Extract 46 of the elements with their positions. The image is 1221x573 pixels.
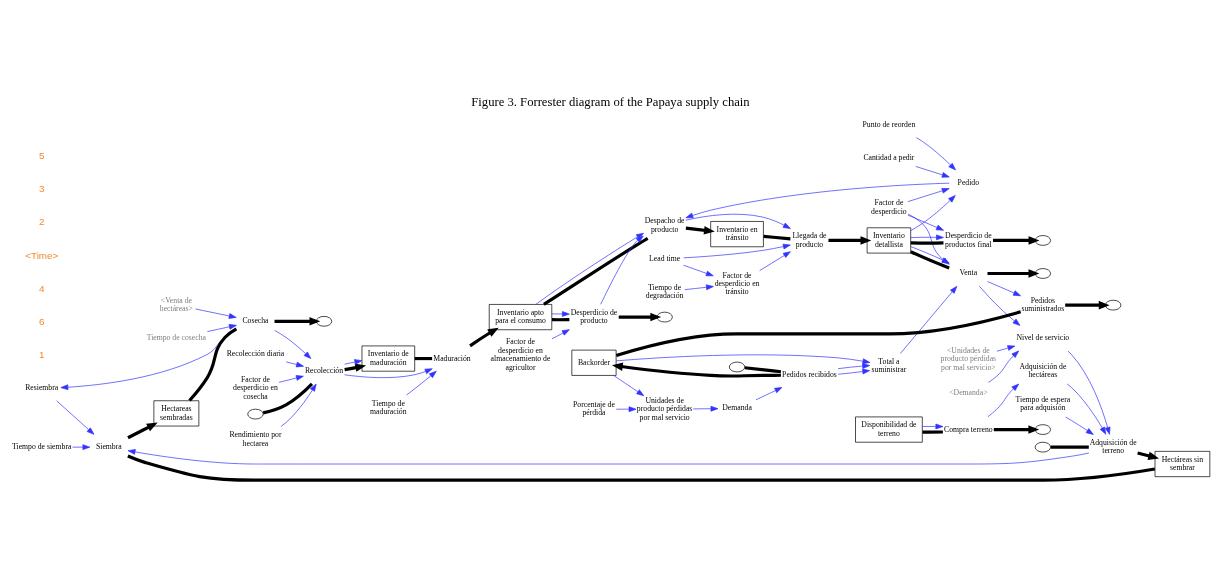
node-text: Venta [959,268,978,278]
label: 2 [39,216,45,228]
node-text: Desperdicio de productos final [945,231,992,249]
node-text: Tiempo de degradación [645,282,684,300]
node-text: Desperdicio de producto [570,307,618,326]
node-text: Pedidos recibidos [782,369,837,379]
node-text: Cantidad a pedir [863,153,915,163]
node-text: <Demanda> [949,387,988,397]
node-text: Factor de desperdicio en almacenamiento de agricultor [490,337,551,372]
node-text: Demanda [722,403,752,413]
node-text: Resiembra [25,383,59,393]
node-text: Tiempo de espera para adquisión [1015,395,1071,413]
node-text: Siembra [96,442,122,452]
node-text: Adquisición de hectáreas [1019,361,1067,380]
node-text: Recolección diaria [226,349,285,359]
node-text: Llegada de producto [792,231,827,249]
label: 4 [39,282,45,294]
node-text: Adquisición de terreno [1089,437,1137,456]
node-text: Rendimiento por hectarea [229,430,282,448]
node-text: Compra terreno [944,424,993,434]
node-text: Total a suministrar [871,357,907,375]
node-text: <Unidades de producto pérdidas por mal servicio> [940,345,997,372]
node-text: Lead time [649,253,681,263]
label: 1 [39,348,45,360]
node-text: Pedido [957,177,980,187]
label: 6 [39,315,45,327]
label: <Time> [25,249,59,261]
node-text: Tiempo de siembra [12,442,72,452]
node-text: Cosecha [242,316,269,326]
diagram-title: Figure 3. Forrester diagram of the Papaya supply chain [471,94,750,109]
node-text: Factor de desperdicio en cosecha [233,374,278,401]
node-text: Porcentaje de pérdida [573,399,615,418]
label: 5 [39,150,45,162]
node-text: Maduración [433,353,471,363]
node-text: Tiempo de maduración [370,398,407,416]
node-text: Unidades de producto pérdidas por mal servicio [636,395,693,422]
node-text: Punto de reorden [862,120,916,130]
label: 3 [39,183,45,195]
node-text: Nivel de servicio [1016,333,1070,343]
node-text: Tiempo de cosecha [146,333,207,343]
node-text: Recolección [304,366,344,376]
node-text: Despacho de producto [644,216,685,234]
node-text: <Venta de hectáreas> [159,295,193,314]
node-text: Pedidos suministrados [1021,295,1065,314]
node-text: Factor de desperdicio [871,198,907,216]
node-text: Factor de desperdicio en tránsito [714,270,760,297]
